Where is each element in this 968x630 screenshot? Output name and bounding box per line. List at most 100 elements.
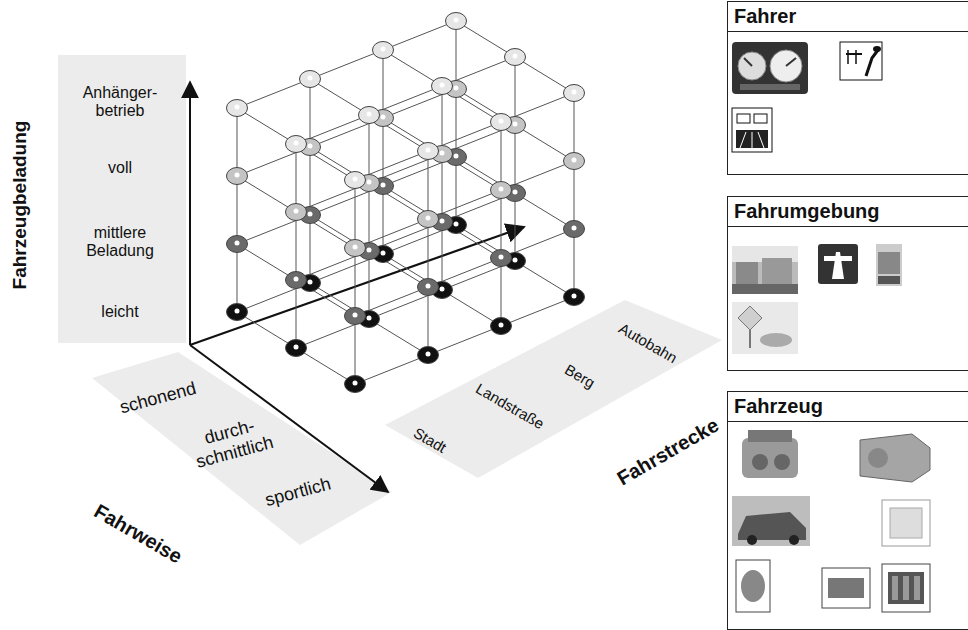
grid-line — [515, 57, 516, 125]
axis-value: mittlere Beladung — [74, 224, 166, 261]
style-axis — [190, 345, 388, 492]
grid-line — [383, 186, 384, 254]
grid-line — [515, 193, 516, 261]
grid-line — [574, 229, 575, 297]
grid-line — [310, 79, 369, 115]
grid-line — [456, 21, 457, 89]
operating-point — [432, 78, 453, 95]
panel-heading: Fahrer — [728, 2, 968, 32]
axis-value: voll — [108, 159, 132, 177]
operating-point — [418, 347, 439, 364]
grid-line — [310, 147, 311, 215]
operating-point — [227, 100, 248, 117]
grid-line — [456, 21, 515, 57]
grid-line — [237, 108, 238, 176]
operating-point — [418, 211, 439, 228]
category-panel: Fahrer — [727, 1, 968, 175]
grid-line — [355, 355, 428, 384]
instrument-cluster-icon — [732, 42, 808, 94]
grid-line — [383, 21, 456, 50]
grid-line — [574, 93, 575, 161]
grid-line — [383, 118, 384, 186]
grid-line — [428, 151, 429, 219]
grid-line — [515, 193, 574, 229]
grid-line — [369, 251, 370, 319]
grid-line — [310, 50, 383, 79]
grid-line — [355, 180, 356, 248]
style-band — [92, 352, 392, 545]
operating-point — [491, 182, 512, 199]
grid-line — [369, 319, 428, 355]
grid-line — [501, 122, 502, 190]
grid-line — [456, 157, 457, 225]
grid-line — [310, 215, 311, 283]
axis-value: Anhänger- betrieb — [74, 84, 166, 121]
grid-line — [456, 89, 457, 157]
operating-point — [564, 289, 585, 306]
street-photo — [732, 246, 798, 294]
grid-line — [310, 79, 311, 147]
operating-point — [359, 107, 380, 124]
manifold-photo — [882, 564, 930, 612]
load-axis — [189, 82, 191, 345]
operating-point — [446, 13, 467, 30]
gear-shift-icon — [840, 42, 882, 80]
grid-line — [355, 248, 356, 316]
grid-line — [515, 261, 574, 297]
operating-point — [491, 318, 512, 335]
panel-heading: Fahrzeug — [728, 392, 968, 422]
grid-line — [501, 190, 502, 258]
grid-line — [515, 125, 574, 161]
house-photo — [876, 244, 902, 286]
grid-line — [237, 79, 310, 108]
axis-title: Fahrweise — [90, 500, 186, 569]
operating-point — [418, 279, 439, 296]
operating-point — [345, 376, 366, 393]
operating-point — [286, 272, 307, 289]
grid-line — [296, 212, 297, 280]
operating-point — [345, 308, 366, 325]
operating-point — [345, 172, 366, 189]
category-panel: Fahrzeug — [727, 391, 968, 630]
engine-icon — [742, 430, 798, 478]
axis-title: Fahrstrecke — [613, 414, 723, 491]
grid-line — [296, 348, 355, 384]
grid-line — [501, 297, 574, 326]
grid-line — [369, 183, 370, 251]
grid-line — [369, 115, 370, 183]
grid-line — [501, 258, 502, 326]
grid-line — [428, 326, 501, 355]
operating-point — [564, 85, 585, 102]
operating-point — [373, 42, 394, 59]
category-panel: Fahrumgebung — [727, 196, 968, 371]
grid-line — [515, 57, 574, 93]
simulator-icon — [732, 108, 772, 152]
control-unit-photo — [882, 500, 930, 546]
grid-line — [237, 244, 296, 280]
operating-point — [286, 340, 307, 357]
operating-point — [227, 236, 248, 253]
autobahn-sign — [818, 244, 858, 284]
transmission-icon — [860, 434, 930, 482]
panel-heading: Fahrumgebung — [728, 197, 968, 227]
operating-point — [227, 304, 248, 321]
grid-line — [383, 50, 442, 86]
grid-line — [383, 50, 384, 118]
grid-line — [515, 125, 516, 193]
grid-line — [574, 161, 575, 229]
operating-point — [418, 143, 439, 160]
level-band — [58, 55, 186, 343]
route-axis — [190, 227, 524, 345]
grid-line — [237, 312, 296, 348]
grid-line — [237, 244, 238, 312]
operating-point — [505, 49, 526, 66]
motor-photo — [736, 560, 770, 612]
winter-sign-photo — [732, 302, 798, 354]
grid-line — [355, 316, 356, 384]
ecu-icon — [822, 568, 870, 608]
operating-point — [300, 71, 321, 88]
grid-line — [296, 280, 297, 348]
grid-line — [442, 154, 443, 222]
grid-line — [442, 222, 443, 290]
operating-point — [491, 250, 512, 267]
